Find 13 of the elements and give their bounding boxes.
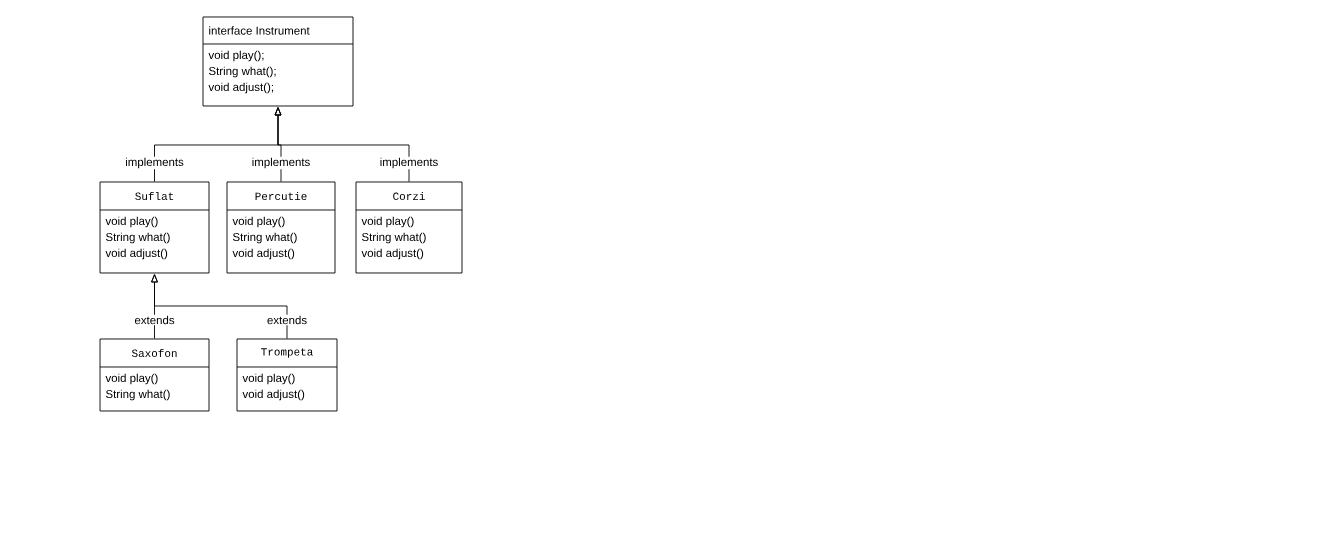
class-box: Corzi void play() String what() void adjust() [355,181,463,274]
inheritance-arrow [151,274,288,339]
inheritance-arrow [274,107,410,182]
class-box: Suflat void play() String what() void adjust() [99,181,210,274]
edge-label: extends [267,315,307,325]
edge-label: implements [252,157,310,169]
edge-label: implements [126,157,184,169]
edge-label: extends [134,315,175,325]
class-box: Trompeta void play() void adjust() [236,338,338,412]
class-box: Saxofon void play() String what() [99,338,210,412]
class-box: Percutie void play() String what() void adjust() [226,181,336,274]
edge-label: implements [380,157,438,169]
class-box: interface Instrument void play(); String what(); void adjust(); [202,16,354,107]
